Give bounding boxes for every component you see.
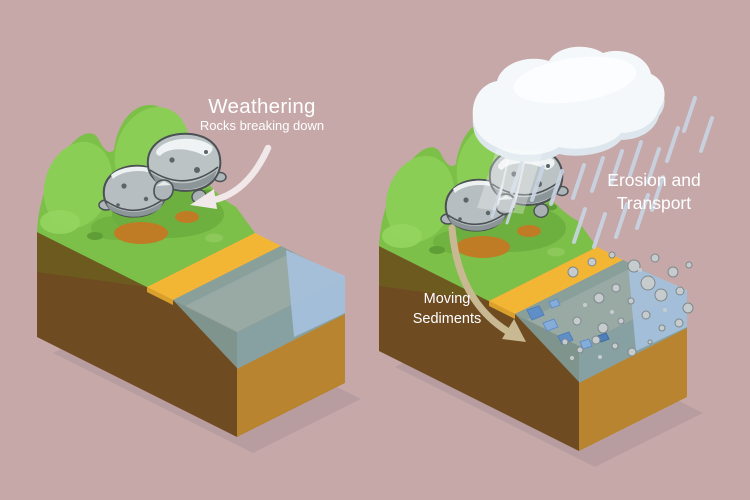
rain-pour xyxy=(477,148,543,214)
rain-cloud xyxy=(472,46,665,162)
moving-sediments-arrow xyxy=(448,224,526,342)
erosion-title-line1: Erosion and xyxy=(607,170,700,190)
moving-sediments-line2: Sediments xyxy=(413,311,482,327)
erosion-label: Erosion and Transport xyxy=(607,170,700,213)
weathering-subtitle: Rocks breaking down xyxy=(200,118,324,133)
weathering-arrow xyxy=(190,144,272,209)
erosion-title-line2: Transport xyxy=(617,193,691,213)
moving-sediments-line1: Moving xyxy=(424,291,471,307)
moving-sediments-arrowhead xyxy=(502,319,526,342)
weathering-arrowhead xyxy=(190,189,217,209)
weathering-title: Weathering xyxy=(208,95,315,118)
weathering-label: Weathering Rocks breaking down xyxy=(200,95,324,133)
blue-sediment-chunk xyxy=(526,305,545,321)
rain-streaks xyxy=(490,96,714,249)
cloud-highlight xyxy=(513,56,637,104)
moving-sediments-label: Moving Sediments xyxy=(413,291,482,327)
moving-sediments-particles xyxy=(526,251,694,360)
